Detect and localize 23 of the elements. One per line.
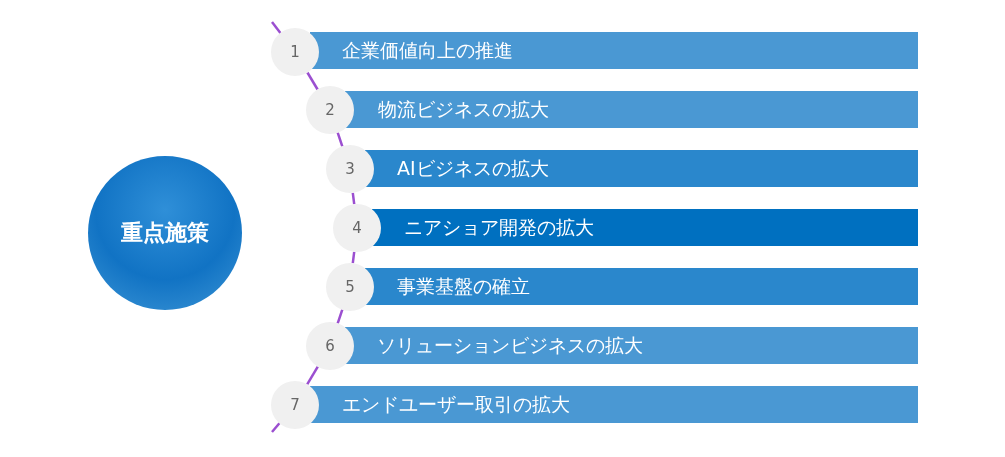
- connector-line: [271, 422, 281, 433]
- item-bar: 企業価値向上の推進: [310, 32, 918, 69]
- number-circle: 2: [306, 86, 354, 134]
- number-circle: 7: [271, 381, 319, 429]
- connector-line: [271, 21, 282, 34]
- connector-line: [351, 192, 356, 205]
- connector-line: [336, 309, 344, 324]
- number-circle: 5: [326, 263, 374, 311]
- item-bar: ソリューションビジネスの拡大: [345, 327, 918, 364]
- item-bar: 事業基盤の確立: [365, 268, 918, 305]
- number-circle: 1: [271, 28, 319, 76]
- number-circle: 6: [306, 322, 354, 370]
- item-bar: AIビジネスの拡大: [365, 150, 918, 187]
- number-circle: 3: [326, 145, 374, 193]
- item-bar: 物流ビジネスの拡大: [345, 91, 918, 128]
- connector-line: [351, 251, 356, 264]
- topic-circle: 重点施策: [88, 156, 242, 310]
- item-bar: エンドユーザー取引の拡大: [310, 386, 918, 423]
- connector-line: [306, 71, 319, 91]
- connector-line: [306, 365, 319, 386]
- number-circle: 4: [333, 204, 381, 252]
- connector-line: [336, 132, 344, 147]
- item-bar: ニアショア開発の拡大: [372, 209, 918, 246]
